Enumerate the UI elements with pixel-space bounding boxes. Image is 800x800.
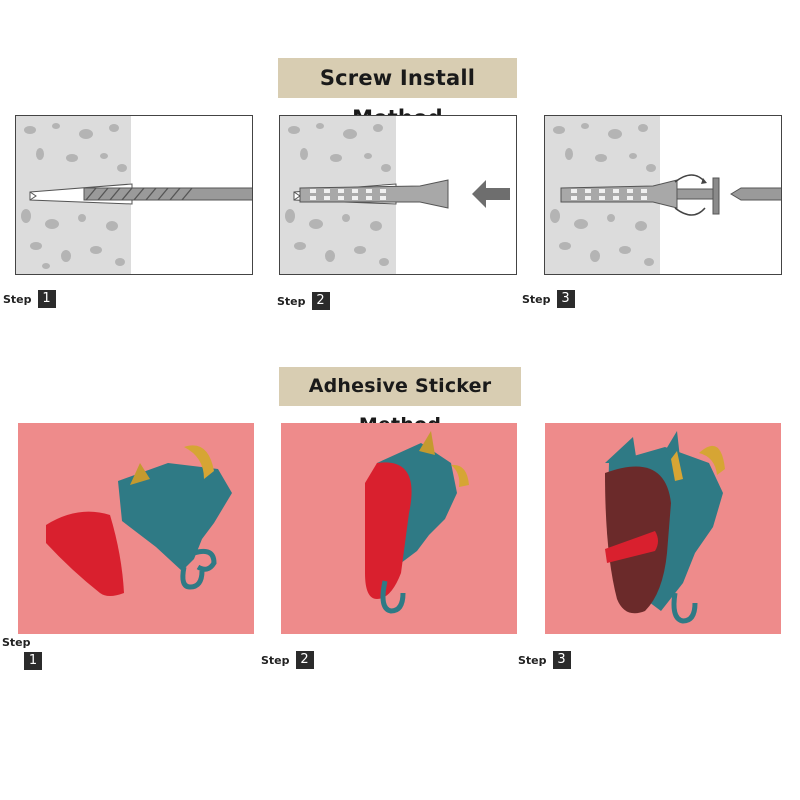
step-number: 1 [37, 290, 56, 308]
adhesive-method-title: Adhesive Sticker Method [279, 367, 521, 436]
screw-install-title: Screw Install Method [278, 58, 517, 130]
screw-step-1-label: Step 1 [3, 290, 56, 308]
screw-step-2-label: Step 2 [277, 292, 330, 310]
adhesive-step-1-photo [18, 423, 254, 634]
step-text: Step [3, 292, 32, 306]
step-number: 3 [552, 651, 571, 669]
step-number: 2 [311, 292, 330, 310]
step-text: Step [277, 294, 306, 308]
adhesive-step-3-photo [545, 423, 781, 634]
step-number: 2 [295, 651, 314, 669]
screw-step-2-illustration [279, 115, 517, 275]
step-text: Step [261, 653, 290, 667]
screw-step-3-label: Step 3 [522, 290, 575, 308]
step-text: Step [522, 292, 551, 306]
adhesive-step-1-label: Step 1 [2, 636, 42, 670]
adhesive-step-2-label: Step 2 [261, 651, 314, 669]
adhesive-step-2-photo [281, 423, 517, 634]
screw-step-1-illustration [15, 115, 253, 275]
step-number: 3 [556, 290, 575, 308]
adhesive-step-3-label: Step 3 [518, 651, 571, 669]
step-text: Step [518, 653, 547, 667]
step-number: 1 [24, 652, 42, 670]
step-text: Step [2, 636, 31, 649]
screw-step-3-illustration [544, 115, 782, 275]
